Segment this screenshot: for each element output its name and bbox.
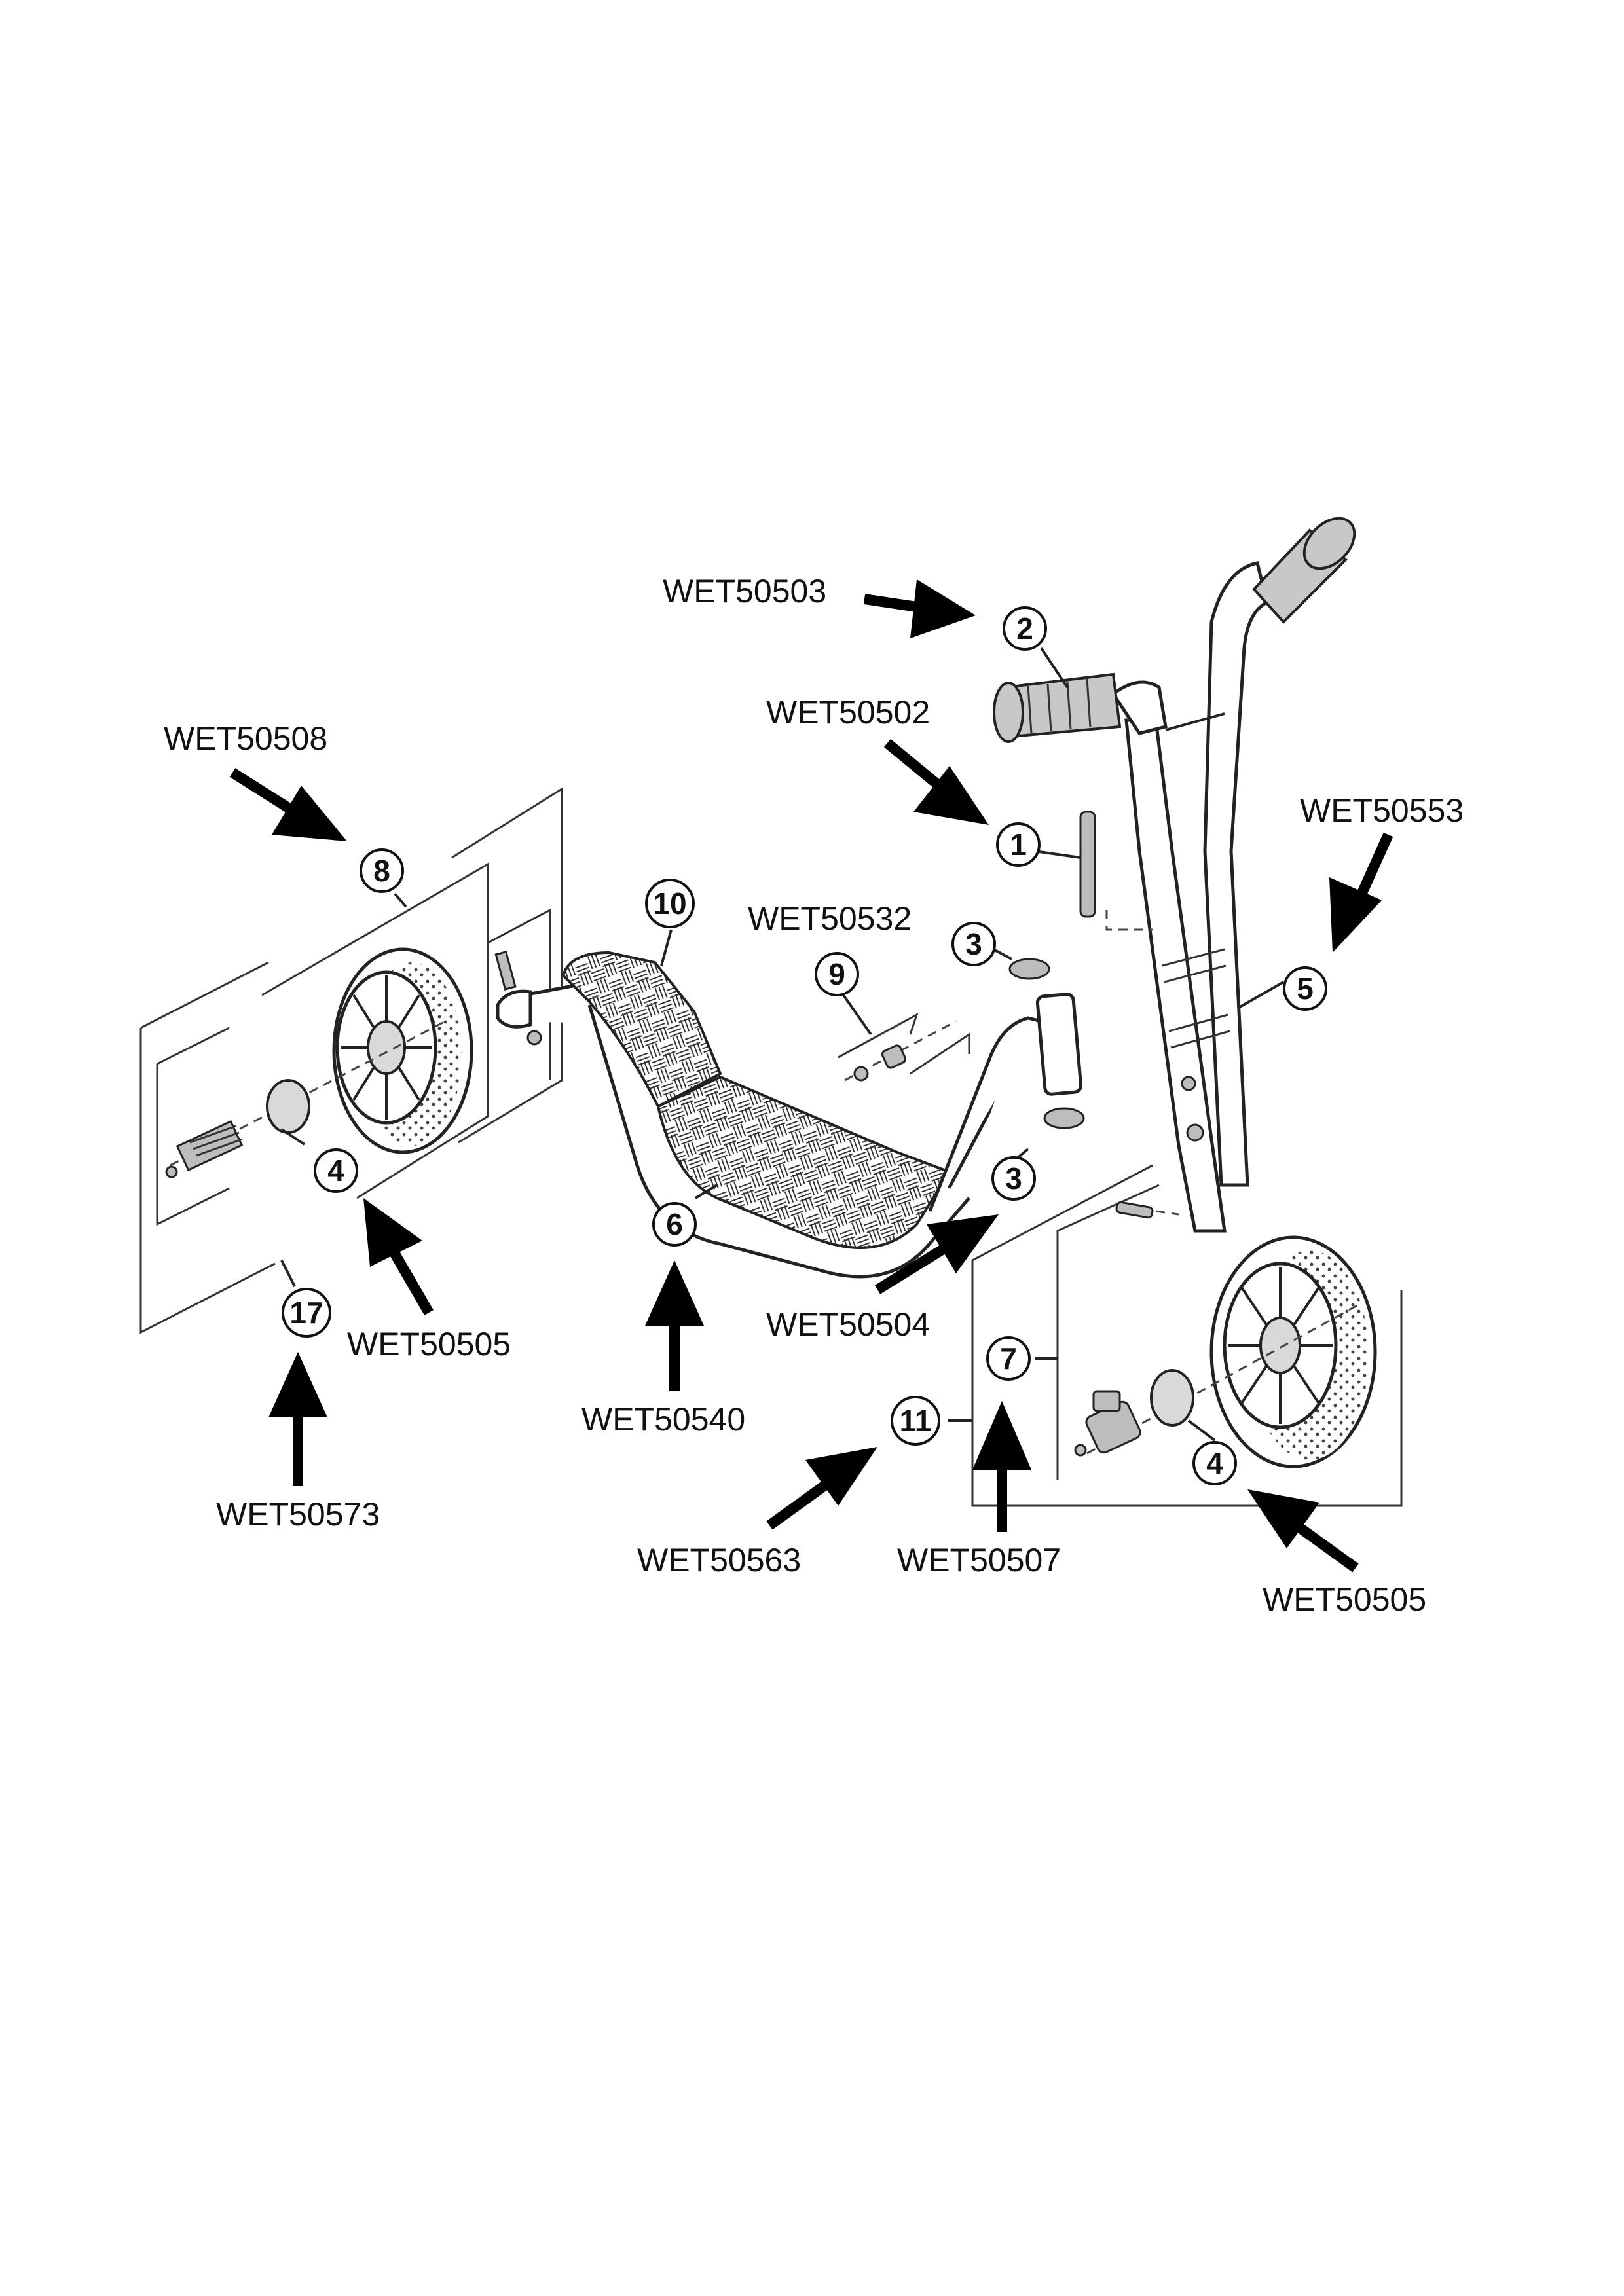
arrow-wet50553 — [1329, 832, 1393, 953]
label-wet50502: WET50502 — [766, 694, 930, 731]
callout-11: 11 — [891, 1396, 940, 1446]
label-wet50504: WET50504 — [766, 1306, 930, 1343]
rear-axle-bolt — [165, 1120, 244, 1178]
fork-cross-2 — [1168, 1013, 1230, 1049]
callout-17: 17 — [282, 1288, 331, 1338]
svg-text:7: 7 — [1000, 1341, 1017, 1376]
label-wet50553: WET50553 — [1300, 792, 1464, 829]
svg-text:3: 3 — [965, 927, 982, 961]
arrow-wet50563 — [766, 1447, 877, 1530]
head-bearing-top — [1008, 958, 1050, 980]
label-wet50573: WET50573 — [216, 1496, 380, 1533]
fork-bolt-2 — [1186, 1123, 1204, 1142]
arrows — [229, 579, 1393, 1573]
svg-text:2: 2 — [1016, 611, 1033, 646]
label-wet50505-left: WET50505 — [347, 1326, 511, 1362]
svg-text:5: 5 — [1297, 972, 1314, 1006]
callout-1: 1 — [996, 822, 1041, 867]
deck-frame — [496, 951, 1085, 1279]
fork-bolt-1 — [1181, 1076, 1196, 1091]
svg-text:3: 3 — [1005, 1161, 1022, 1195]
fork-leg-right — [1203, 561, 1269, 1187]
label-wet50563: WET50563 — [637, 1542, 801, 1578]
callout-10: 10 — [645, 879, 695, 928]
arrow-wet50503 — [863, 579, 976, 638]
callout-3-top: 3 — [951, 922, 996, 966]
part-9-spacer — [881, 1044, 907, 1069]
callout-4-right: 4 — [1192, 1441, 1237, 1485]
svg-text:10: 10 — [653, 886, 686, 920]
deck-plate — [656, 1075, 951, 1249]
svg-text:1: 1 — [1010, 828, 1027, 862]
part-9-washer — [853, 1066, 869, 1082]
assembly-box-11 — [971, 1164, 1403, 1507]
label-wet50508: WET50508 — [164, 720, 327, 757]
assembly-box-17 — [139, 787, 563, 1334]
rear-tube-cap — [496, 989, 532, 1029]
part-1-pin — [1079, 811, 1096, 918]
front-hub — [1259, 1317, 1301, 1374]
handlebar-top — [1111, 680, 1168, 735]
fork-dash — [1105, 910, 1153, 931]
arrow-wet50540 — [645, 1260, 704, 1391]
handlebar-crossbar — [1165, 712, 1225, 731]
svg-text:4: 4 — [327, 1154, 344, 1188]
front-axle-bolt — [1074, 1390, 1141, 1457]
svg-text:9: 9 — [828, 957, 845, 991]
callout-7: 7 — [986, 1336, 1031, 1381]
rear-hub — [367, 1020, 406, 1075]
svg-text:17: 17 — [289, 1296, 323, 1330]
callout-3-bottom: 3 — [991, 1156, 1036, 1201]
callout-6: 6 — [652, 1202, 697, 1247]
label-wet50532: WET50532 — [748, 900, 912, 937]
assembly-box-inner — [487, 908, 551, 1080]
arrow-wet50508 — [229, 768, 347, 841]
arrow-wet50505-right — [1247, 1489, 1359, 1573]
assembly-box-8 — [156, 862, 489, 1226]
rear-fender — [561, 951, 722, 1108]
label-wet50540: WET50540 — [581, 1401, 745, 1438]
label-wet50505-right: WET50505 — [1263, 1581, 1426, 1618]
arrow-wet50504 — [874, 1214, 999, 1294]
rear-hub-cap — [266, 1079, 310, 1134]
front-screw — [1115, 1201, 1179, 1219]
steering-head-tube — [1035, 993, 1083, 1096]
fork-cross-1 — [1162, 948, 1227, 983]
arrow-wet50507 — [972, 1401, 1031, 1532]
svg-text:4: 4 — [1206, 1446, 1223, 1480]
callout-5: 5 — [1283, 966, 1327, 1011]
assembly-box-7 — [1056, 1184, 1160, 1480]
rear-wheel-assembly — [139, 787, 563, 1334]
callout-9: 9 — [815, 952, 859, 996]
callout-8: 8 — [360, 848, 404, 893]
grip-left — [993, 672, 1122, 743]
frame-head-tube — [928, 1016, 1042, 1212]
part-code-labels: WET50503 WET50502 WET50508 WET50553 WET5… — [164, 573, 1464, 1618]
svg-text:11: 11 — [900, 1404, 932, 1438]
parts-9-bracket — [838, 1012, 970, 1075]
arrow-wet50502 — [883, 738, 989, 825]
front-wheel-assembly — [948, 1164, 1403, 1507]
arrow-wet50573 — [268, 1352, 327, 1486]
callout-2: 2 — [1003, 606, 1047, 651]
fork-leg-left — [1124, 718, 1227, 1233]
steering-column — [993, 517, 1356, 1233]
label-wet50503: WET50503 — [663, 573, 826, 610]
callout-4-left: 4 — [314, 1148, 358, 1193]
arrow-wet50505-left — [363, 1198, 434, 1316]
head-bearing-bottom — [1043, 1107, 1085, 1129]
grip-right — [1252, 517, 1356, 624]
svg-text:6: 6 — [666, 1207, 683, 1241]
svg-text:8: 8 — [373, 854, 390, 888]
callouts: 1 2 3 3 4 4 5 6 — [282, 606, 1327, 1485]
rear-screw — [494, 951, 542, 1046]
label-wet50507: WET50507 — [897, 1542, 1061, 1578]
front-hub-cap — [1150, 1369, 1194, 1427]
